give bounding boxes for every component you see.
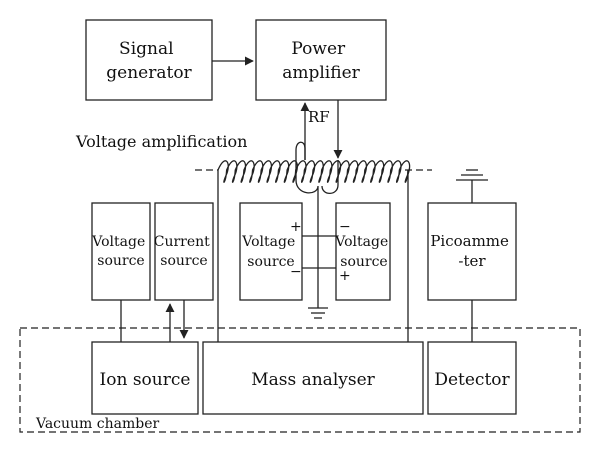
voltage-source-left-box <box>91 202 151 301</box>
ion-source-box <box>91 341 199 415</box>
power-amplifier-label: Power amplifier <box>282 39 360 83</box>
rf-coil-feed-left <box>295 141 319 236</box>
mid-left-minus-sign: − <box>290 264 302 280</box>
current-source-box <box>154 202 214 301</box>
picoammeter-box <box>427 202 517 301</box>
detector-label: Detector <box>434 370 510 390</box>
voltage-source-left-label: Voltage source <box>91 234 149 269</box>
voltage-source-mid-left-label: Voltage source <box>241 234 299 270</box>
rf-coil <box>217 160 411 183</box>
mid-right-minus-sign: − <box>339 219 351 235</box>
ground-symbol-picoammeter <box>456 169 488 181</box>
voltage-amplification-label: Voltage amplification <box>75 132 247 151</box>
ion-source-label: Ion source <box>100 370 191 390</box>
signal-generator-label: Signal generator <box>106 39 192 83</box>
coil-helix <box>217 160 411 183</box>
mass-analyser-box <box>202 341 424 415</box>
vacuum-chamber-outline <box>19 327 581 433</box>
mid-left-plus-sign: + <box>290 219 302 235</box>
rf-coil-feed-right <box>321 160 339 195</box>
signal-generator-box <box>85 19 213 101</box>
detector-box <box>427 341 517 415</box>
voltage-source-mid-left-box <box>239 202 303 301</box>
voltage-source-mid-right-box <box>335 202 391 301</box>
voltage-source-mid-right-label: Voltage source <box>334 234 392 270</box>
ground-symbol-mid <box>308 307 328 319</box>
mid-right-plus-sign: + <box>339 268 351 284</box>
bias-wiring <box>302 235 336 308</box>
current-source-label: Current source <box>154 234 215 269</box>
picoammeter-label: Picoamme -ter <box>430 232 513 270</box>
rf-label: RF <box>308 108 330 126</box>
vacuum-chamber-label: Vacuum chamber <box>35 416 159 432</box>
mass-analyser-label: Mass analyser <box>251 370 375 390</box>
power-amplifier-box <box>255 19 387 101</box>
